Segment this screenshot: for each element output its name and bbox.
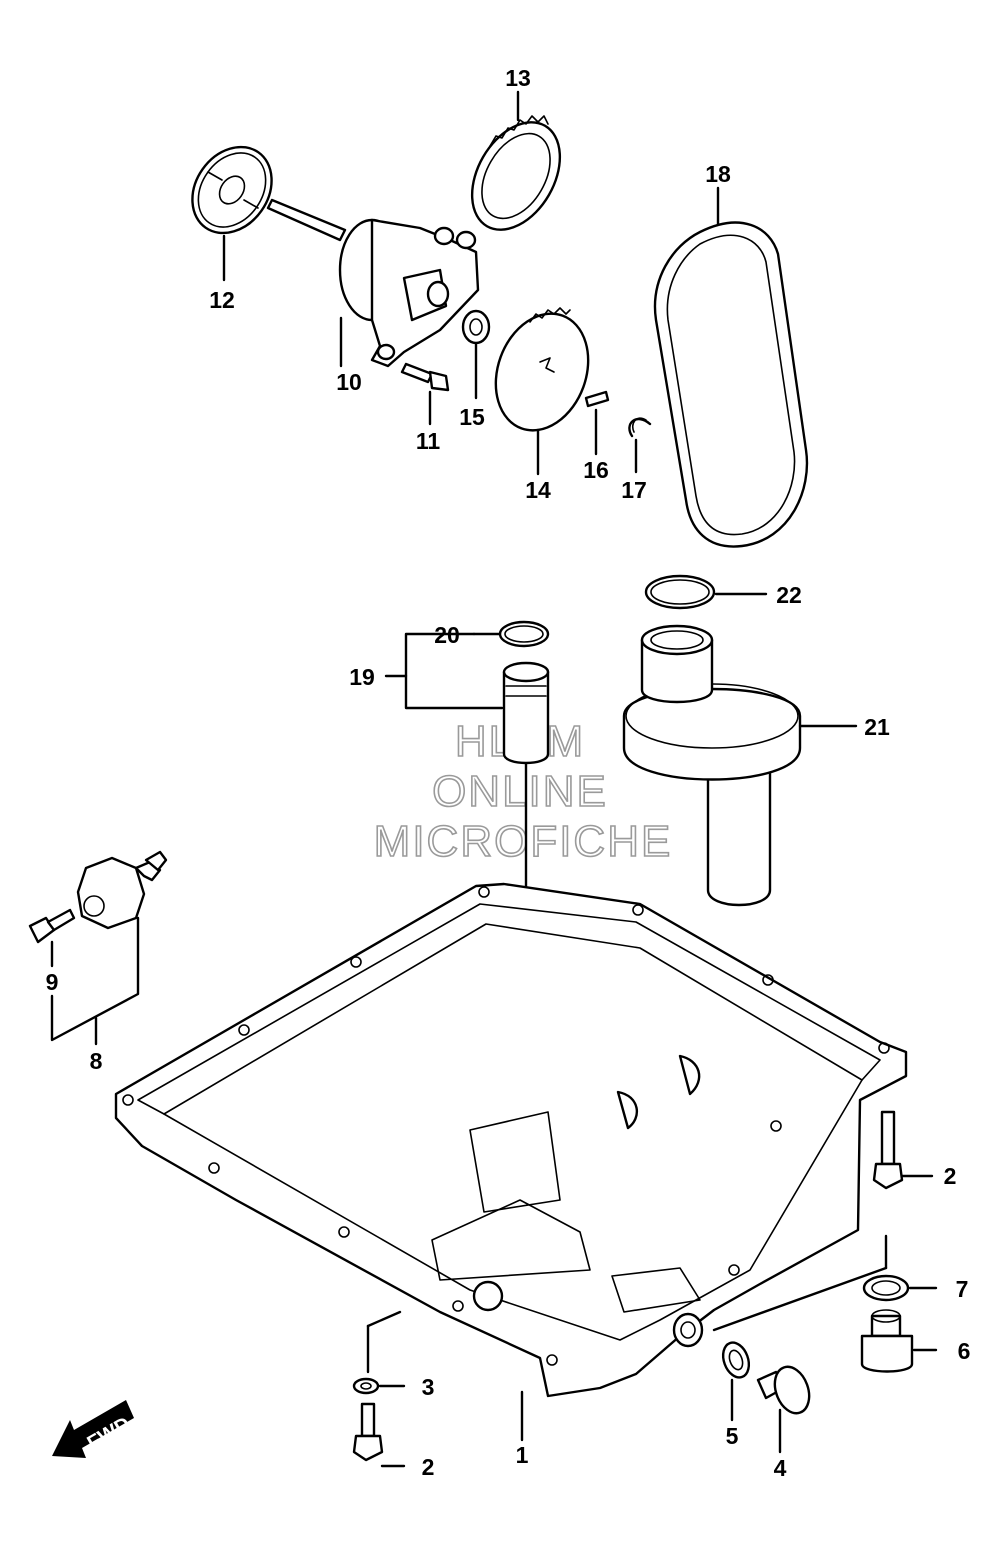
callout-3: 3 — [422, 1374, 435, 1400]
callout-16: 16 — [583, 457, 609, 483]
watermark-line-2: ONLINE — [432, 767, 608, 816]
callout-13: 13 — [505, 65, 531, 91]
callout-14: 14 — [525, 477, 551, 503]
part-18-chain[interactable] — [653, 186, 809, 548]
callout-2-left: 2 — [422, 1454, 435, 1480]
pan-bolt-holes — [122, 886, 890, 1366]
part-4-plug[interactable] — [756, 1362, 815, 1454]
callout-1: 1 — [516, 1442, 529, 1468]
watermark-line-3: MICROFICHE — [374, 817, 673, 866]
part-3-washer[interactable] — [352, 1377, 406, 1395]
bracket-8 — [50, 916, 140, 1042]
callout-2-right: 2 — [944, 1163, 957, 1189]
part-14-gear[interactable] — [480, 301, 604, 476]
callout-6: 6 — [958, 1338, 971, 1364]
part-2-bolt-right[interactable] — [872, 1110, 934, 1190]
callout-21: 21 — [864, 714, 890, 740]
bracket-19 — [404, 632, 504, 710]
callout-20: 20 — [434, 622, 460, 648]
callout-10: 10 — [336, 369, 362, 395]
callout-4: 4 — [774, 1455, 787, 1481]
part-10-oil-pump[interactable] — [266, 198, 480, 368]
part-5-gasket[interactable] — [719, 1339, 754, 1422]
leader-bolt-group — [366, 1310, 402, 1328]
part-21-oil-strainer[interactable] — [622, 624, 858, 907]
part-17-circlip[interactable] — [628, 417, 652, 474]
part-2-bolt-left[interactable] — [352, 1402, 406, 1468]
part-20-oring[interactable] — [472, 620, 550, 648]
callout-5: 5 — [726, 1423, 739, 1449]
callout-19: 19 — [349, 664, 375, 690]
part-9-bolt[interactable] — [28, 908, 76, 944]
watermark: HLSM ONLINE MICROFICHE — [373, 716, 673, 867]
callout-12: 12 — [209, 287, 235, 313]
part-16-pin[interactable] — [584, 390, 610, 456]
fwd-arrow-icon: FWD — [52, 1400, 134, 1458]
part-15-washer[interactable] — [461, 309, 491, 400]
callout-11: 11 — [416, 428, 441, 454]
part-12-oring[interactable] — [176, 132, 288, 249]
part-11-bolt[interactable] — [400, 362, 450, 426]
callout-9: 9 — [46, 969, 59, 995]
callout-15: 15 — [459, 404, 485, 430]
part-7-gasket[interactable] — [862, 1274, 938, 1302]
callout-18: 18 — [705, 161, 731, 187]
callout-17: 17 — [621, 477, 647, 503]
part-8-oil-pressure-switch[interactable] — [76, 850, 168, 930]
callout-22: 22 — [776, 582, 802, 608]
part-13-sprocket[interactable] — [454, 90, 578, 245]
part-1-oil-pan[interactable] — [114, 882, 908, 1442]
callout-8: 8 — [90, 1048, 103, 1074]
part-22-oring[interactable] — [644, 574, 768, 610]
part-6-drain-plug[interactable] — [860, 1309, 938, 1373]
callout-labels: 13 18 12 10 15 11 16 14 17 22 20 19 21 9… — [46, 65, 971, 1481]
callout-7: 7 — [956, 1276, 969, 1302]
